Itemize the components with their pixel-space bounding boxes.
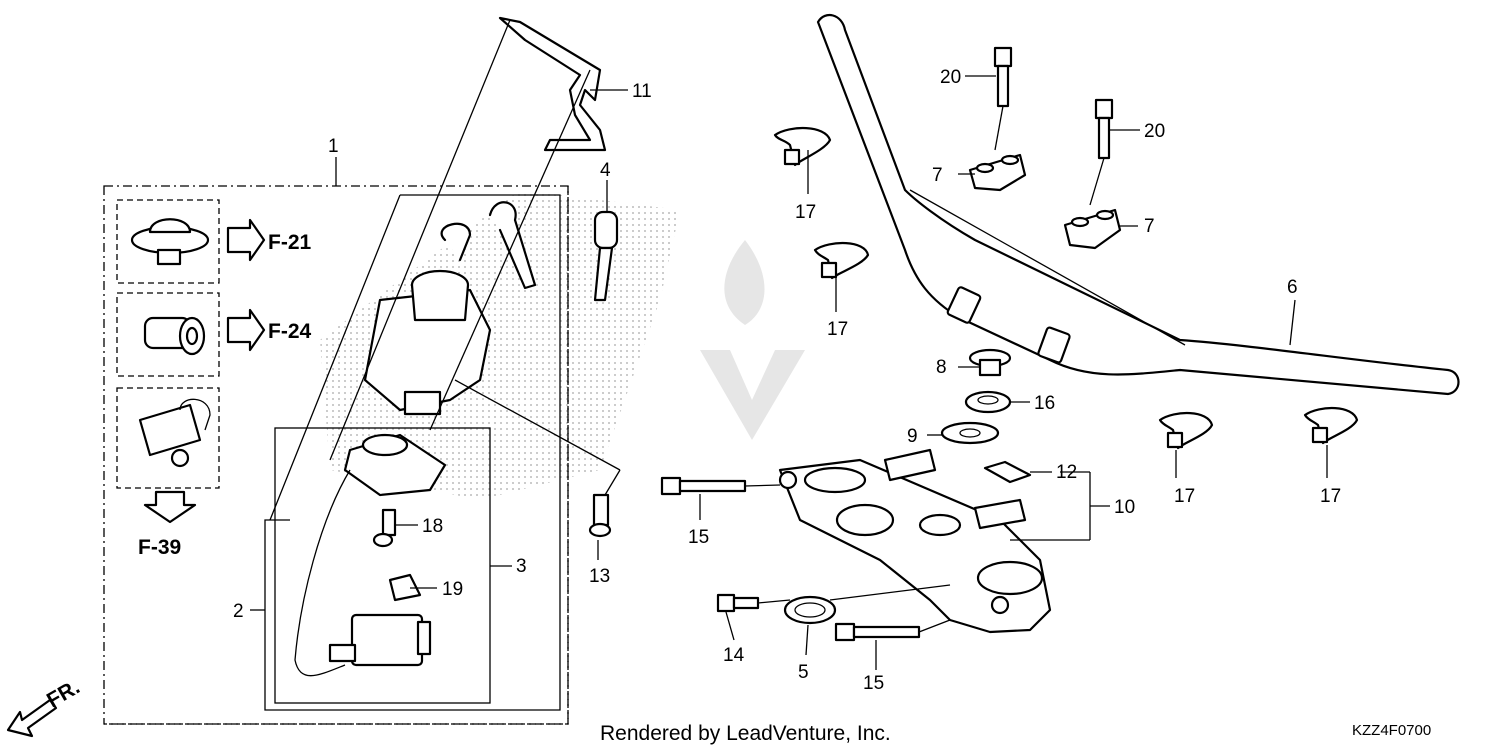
callout-17-c: 17 xyxy=(1174,486,1195,507)
stem-cap xyxy=(968,348,1012,377)
callout-6: 6 xyxy=(1287,277,1298,298)
collar xyxy=(783,584,951,625)
handlebar-crossbar xyxy=(909,189,1186,346)
switch-sub-assembly xyxy=(294,433,447,677)
callout-12: 12 xyxy=(1056,462,1077,483)
spare-key xyxy=(593,210,619,302)
part-1-kit-edge xyxy=(104,186,569,725)
v-mark xyxy=(700,350,805,440)
seat-lock-cylinder-icon xyxy=(143,316,206,356)
screw-18 xyxy=(372,508,397,548)
stem-nut xyxy=(964,390,1012,414)
callout-4: 4 xyxy=(600,160,611,181)
lock-plate xyxy=(983,460,1032,484)
front-arrow-icon xyxy=(6,698,58,738)
screw-13 xyxy=(454,379,621,538)
ref-f39[interactable]: F-39 xyxy=(138,536,181,559)
ignition-switch-group xyxy=(103,16,619,725)
cable-band-1 xyxy=(773,126,832,167)
callout-18: 18 xyxy=(422,516,443,537)
callout-5: 5 xyxy=(798,662,809,683)
watermark-dot-field xyxy=(320,190,680,500)
callout-20-lower: 20 xyxy=(1144,121,1165,142)
top-bridge xyxy=(778,448,1052,634)
diagram-code: KZZ4F0700 xyxy=(1352,722,1431,739)
handlebar-grip-band-left xyxy=(946,286,982,324)
ref-f21[interactable]: F-21 xyxy=(268,231,312,254)
callout-1: 1 xyxy=(328,136,339,157)
callout-7-upper: 7 xyxy=(932,165,943,186)
callout-7-lower: 7 xyxy=(1144,216,1155,237)
clip-19 xyxy=(388,573,422,602)
collar-bolt xyxy=(716,593,791,613)
callout-17-a: 17 xyxy=(795,202,816,223)
cable-band-3 xyxy=(1158,411,1214,450)
holder-bolt-upper xyxy=(993,46,1013,151)
callout-15-lower: 15 xyxy=(863,673,884,694)
fuel-cap-lock-icon xyxy=(130,218,210,266)
callout-17-b: 17 xyxy=(827,319,848,340)
option-box-f21 xyxy=(116,199,220,284)
cable-band-4 xyxy=(1303,406,1359,445)
callout-20-upper: 20 xyxy=(940,67,961,88)
ref-f24[interactable]: F-24 xyxy=(268,320,312,343)
arrow-f21 xyxy=(226,218,266,262)
callout-19: 19 xyxy=(442,579,463,600)
handlebar-holder-upper xyxy=(968,153,1027,192)
ignition-switch-body xyxy=(363,269,492,416)
handlebar-holder-lower xyxy=(1063,208,1122,250)
handlebar-grip-band-right xyxy=(1037,326,1071,364)
callout-9: 9 xyxy=(907,426,918,447)
option-box-f39 xyxy=(116,387,220,489)
callout-3: 3 xyxy=(516,556,527,577)
cable-band-2 xyxy=(813,241,870,280)
callout-8: 8 xyxy=(936,357,947,378)
flame-mark xyxy=(724,240,765,325)
helmet-lock-icon xyxy=(138,398,211,468)
arrow-f24 xyxy=(226,308,266,352)
callout-16: 16 xyxy=(1034,393,1055,414)
pinch-bolt-lower xyxy=(834,619,951,642)
callout-2: 2 xyxy=(233,601,244,622)
arrow-f39 xyxy=(143,490,197,524)
handlebar xyxy=(816,13,1460,396)
callout-10: 10 xyxy=(1114,497,1135,518)
leadventure-watermark xyxy=(320,190,805,500)
option-box-f24 xyxy=(116,292,220,377)
frame-bracket xyxy=(329,16,607,461)
part-2-box xyxy=(264,194,561,711)
stem-washer xyxy=(940,421,1000,445)
callout-11: 11 xyxy=(632,81,652,102)
leader-lines xyxy=(250,75,1328,670)
callout-15-upper: 15 xyxy=(688,527,709,548)
credit-line: Rendered by LeadVenture, Inc. xyxy=(600,722,891,745)
front-direction-indicator: FR. xyxy=(6,675,84,738)
part-2-box-slant xyxy=(269,194,401,521)
callout-13: 13 xyxy=(589,566,610,587)
callout-14: 14 xyxy=(723,645,745,666)
pinch-bolt-upper xyxy=(660,476,781,496)
callout-17-d: 17 xyxy=(1320,486,1341,507)
holder-bolt-lower xyxy=(1089,98,1114,206)
handlebar-group xyxy=(660,13,1460,642)
